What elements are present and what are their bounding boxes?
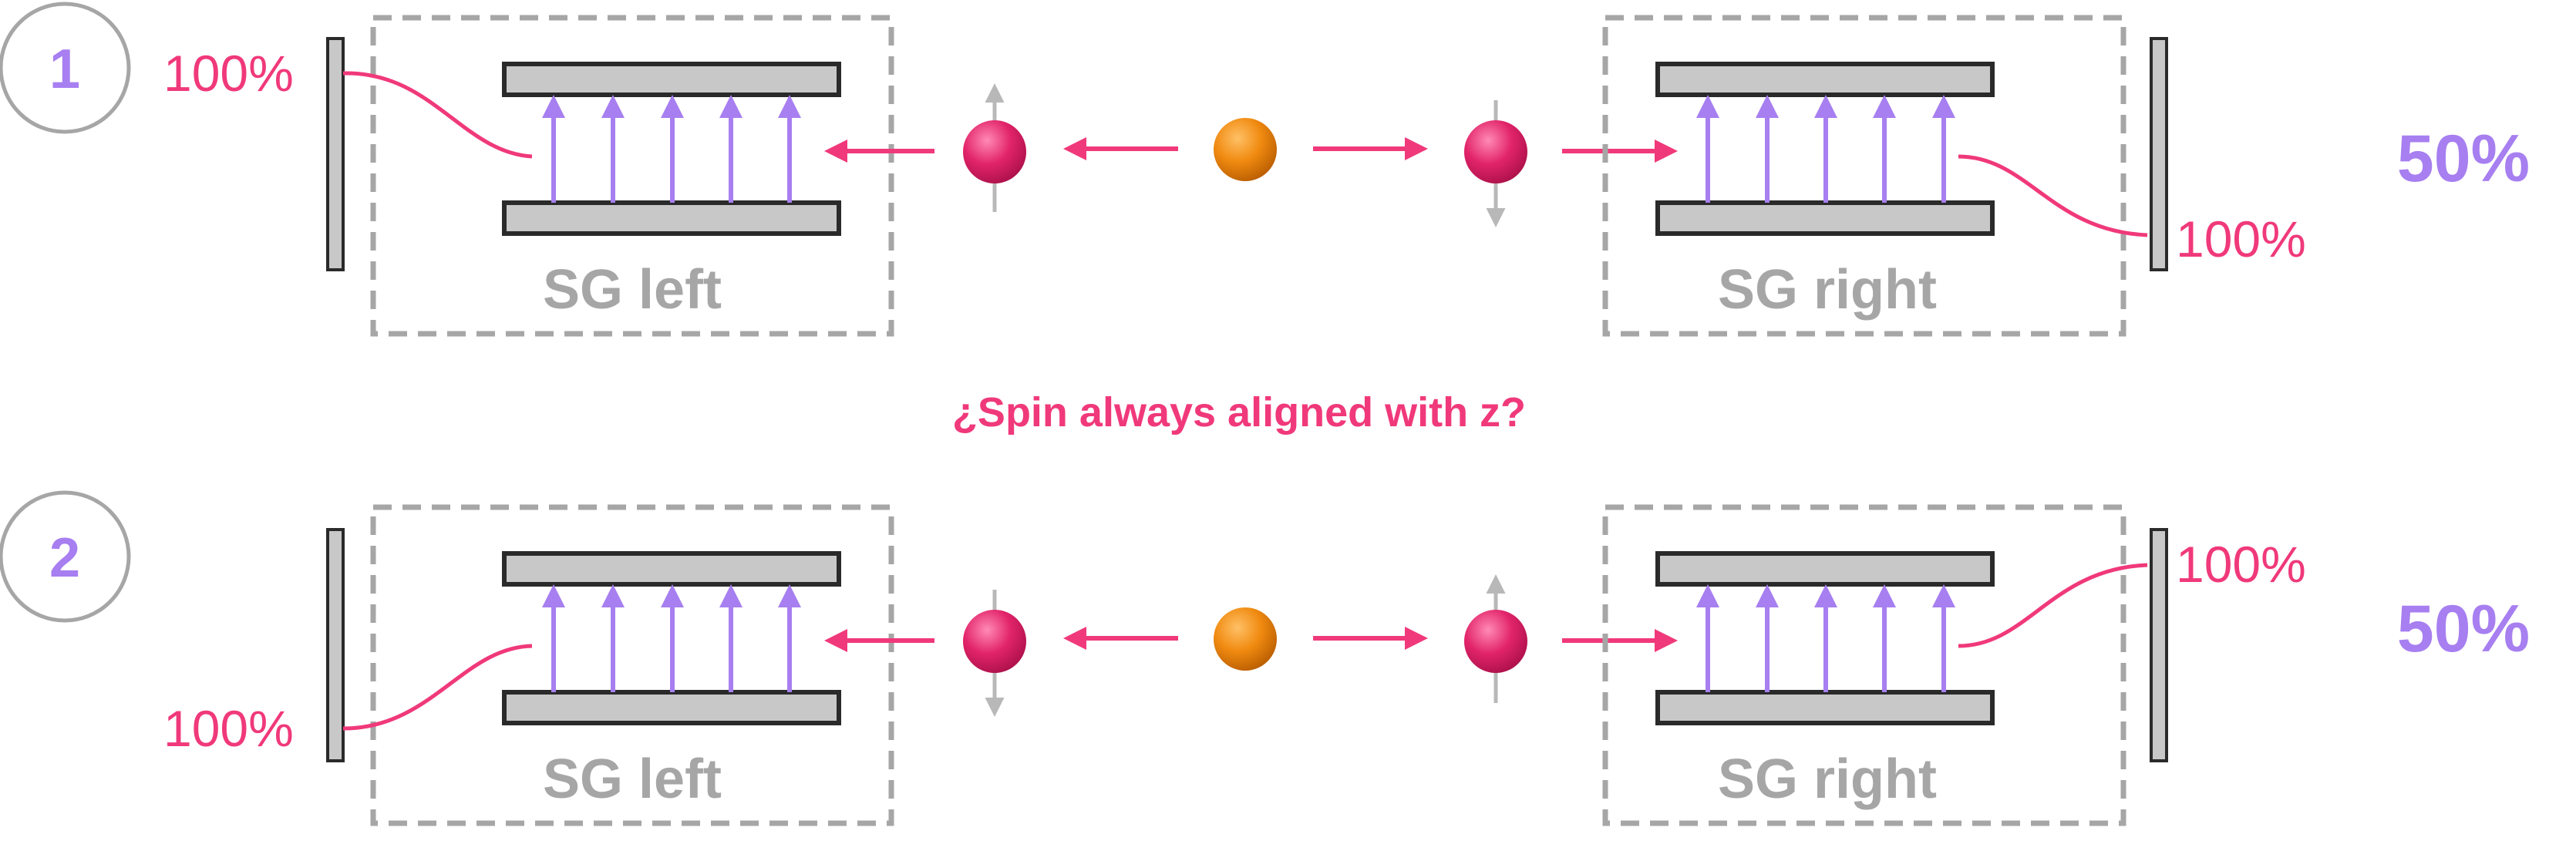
scenario-2-right-trajectory [1958,563,2148,648]
scenario-2-right-magnet-top-plate [1655,551,1995,587]
scenario-1-right-apparatus-box [1602,15,2126,337]
scenario-2-left-apparatus-box [370,504,894,826]
scenario-2-number: 2 [49,527,80,589]
scenario-1-left-apparatus-box [370,15,894,337]
scenario-2-left-trajectory [342,644,533,731]
scenario-1-left-detector-percent: 100% [163,45,294,102]
scenario-2-right-detector-screen [2150,528,2168,762]
scenario-2-left-detector-screen [326,528,345,762]
scenario-1-right-detector-screen [2150,37,2168,271]
scenario-1-left-detector-screen [326,37,345,271]
scenario-2-right-field-arrows [1696,584,1955,692]
scenario-1-number: 1 [49,39,80,100]
scenario-1-left-magnet-bottom-plate [502,200,841,236]
scenario-2-number-badge [0,490,131,623]
scenario-2-left-magnet-top-plate [502,551,841,587]
scenario-1-left-particle [963,120,1026,183]
scenario-1-left-trajectory [342,71,533,159]
question-text: ¿Spin always aligned with z? [952,389,1526,436]
scenario-2: 2 100% SG left [0,490,2530,826]
scenario-1-right-field-arrows [1696,95,1955,203]
scenario-1-right-particle [1464,120,1527,183]
scenario-2-right-particle [1464,610,1527,673]
scenario-2-left-magnet-bottom-plate [502,690,841,725]
scenario-1-source-particle [1214,118,1277,181]
scenario-1-right-detector-percent: 100% [2176,210,2306,267]
scenario-1-left-magnet-top-plate [502,62,841,97]
scenario-2-right-detector-percent: 100% [2176,536,2306,593]
scenario-1-left-field-arrows [542,95,801,203]
scenario-1-number-badge [0,2,131,134]
scenario-2-right-apparatus-box [1602,504,2126,826]
scenario-2-left-particle [963,610,1026,673]
scenario-2-right-magnet-bottom-plate [1655,690,1995,725]
scenario-1-right-trajectory [1958,154,2148,237]
scenario-1-right-magnet-top-plate [1655,62,1995,97]
scenario-1-left-apparatus-label: SG left [543,259,722,321]
scenario-2-left-detector-percent: 100% [163,700,294,757]
scenario-1-right-apparatus-label: SG right [1718,259,1937,321]
scenario-2-right-apparatus-label: SG right [1718,748,1937,810]
scenario-1: 1 100% SG left [0,2,2530,337]
scenario-2-left-field-arrows [542,584,801,692]
scenario-2-probability: 50% [2397,592,2530,666]
scenario-1-right-magnet-bottom-plate [1655,200,1995,236]
scenario-1-probability: 50% [2397,122,2530,196]
scenario-2-left-apparatus-label: SG left [543,748,722,810]
scenario-2-source-particle [1214,607,1277,671]
